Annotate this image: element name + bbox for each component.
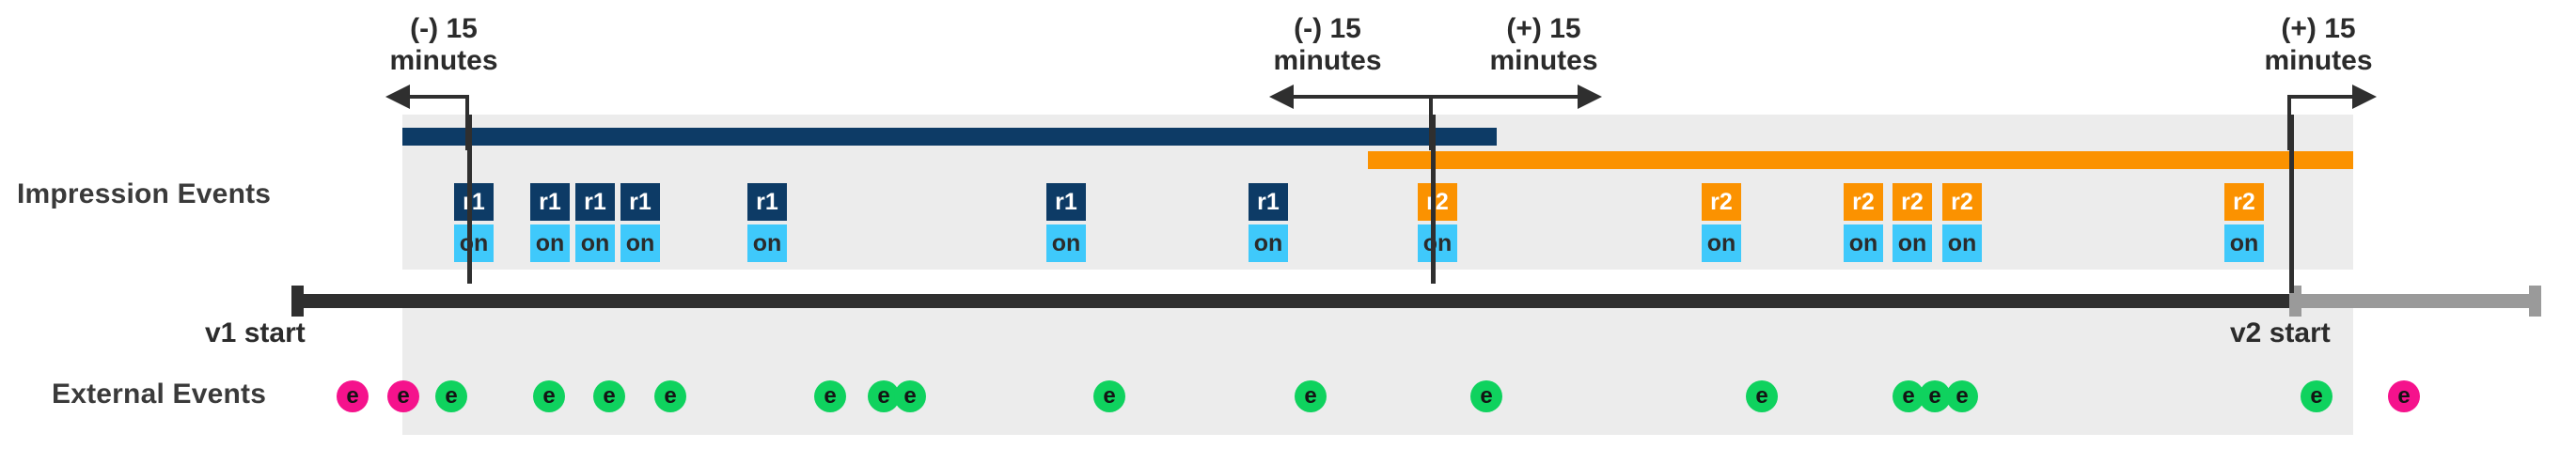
external-event-dot-green[interactable]: e: [2301, 380, 2333, 412]
timeline-end-cap: [2529, 286, 2541, 317]
impression-state-badge-on[interactable]: on: [1844, 224, 1883, 262]
impression-state-badge-on[interactable]: on: [575, 224, 615, 262]
impression-request-badge-r2[interactable]: r2: [1418, 183, 1457, 221]
impression-state-badge-on[interactable]: on: [620, 224, 660, 262]
external-event-dot-pink[interactable]: e: [337, 380, 369, 412]
external-event-dot-green[interactable]: e: [814, 380, 846, 412]
external-event-dot-green[interactable]: e: [1470, 380, 1502, 412]
v1-start-label: v1 start: [205, 317, 306, 348]
impression-request-badge-r2[interactable]: r2: [1702, 183, 1741, 221]
impression-request-badge-r1[interactable]: r1: [620, 183, 660, 221]
annotation-minus-15-left-line2: minutes: [389, 45, 498, 76]
impression-request-badge-r1[interactable]: r1: [575, 183, 615, 221]
shaded-band-lower: [402, 308, 2353, 435]
annotation-plus-15-right-line2: minutes: [2264, 45, 2373, 76]
impression-state-badge-on[interactable]: on: [1418, 224, 1457, 262]
external-event-dot-green[interactable]: e: [654, 380, 686, 412]
external-event-dot-green[interactable]: e: [1746, 380, 1778, 412]
impression-state-badge-on[interactable]: on: [1893, 224, 1932, 262]
external-event-dot-green[interactable]: e: [435, 380, 467, 412]
impression-request-badge-r2[interactable]: r2: [1893, 183, 1932, 221]
impression-request-badge-r2[interactable]: r2: [2224, 183, 2264, 221]
version-1-active-bar: [402, 128, 1497, 146]
external-event-dot-pink[interactable]: e: [2388, 380, 2420, 412]
annotation-plus-15-mid-line1: (+) 15: [1506, 13, 1581, 44]
impression-events-row-label: Impression Events: [17, 178, 272, 209]
external-event-dot-green[interactable]: e: [1919, 380, 1951, 412]
external-event-dot-green[interactable]: e: [1946, 380, 1978, 412]
external-event-dot-pink[interactable]: e: [387, 380, 419, 412]
external-event-dot-green[interactable]: e: [1093, 380, 1125, 412]
impression-state-badge-on[interactable]: on: [2224, 224, 2264, 262]
external-event-dot-green[interactable]: e: [593, 380, 625, 412]
impression-request-badge-r1[interactable]: r1: [530, 183, 570, 221]
impression-request-badge-r1[interactable]: r1: [747, 183, 787, 221]
v1-active-axis-segment: [291, 294, 2289, 308]
impression-state-badge-on[interactable]: on: [1942, 224, 1982, 262]
annotation-minus-15-mid-line2: minutes: [1273, 45, 1382, 76]
annotation-plus-15-mid-line2: minutes: [1489, 45, 1598, 76]
connector-line-minus-15-left: [467, 115, 472, 284]
external-events-row-label: External Events: [52, 379, 267, 410]
annotation-minus-15-left-line1: (-) 15: [410, 13, 478, 44]
impression-state-badge-on[interactable]: on: [1702, 224, 1741, 262]
impression-request-badge-r2[interactable]: r2: [1844, 183, 1883, 221]
external-event-dot-green[interactable]: e: [1295, 380, 1327, 412]
version-2-active-bar: [1368, 151, 2353, 169]
impression-state-badge-on[interactable]: on: [747, 224, 787, 262]
impression-request-badge-r1[interactable]: r1: [1046, 183, 1086, 221]
connector-line-mid-window: [1431, 115, 1436, 284]
impression-request-badge-r2[interactable]: r2: [1942, 183, 1982, 221]
impression-request-badge-r1[interactable]: r1: [1249, 183, 1288, 221]
impression-state-badge-on[interactable]: on: [454, 224, 494, 262]
v2-start-label: v2 start: [2230, 317, 2331, 348]
annotation-plus-15-right-line1: (+) 15: [2281, 13, 2356, 44]
impression-request-badge-r1[interactable]: r1: [454, 183, 494, 221]
external-event-dot-green[interactable]: e: [894, 380, 926, 412]
connector-line-v2-start: [2289, 115, 2294, 293]
annotation-minus-15-mid-line1: (-) 15: [1294, 13, 1361, 44]
impression-state-badge-on[interactable]: on: [1046, 224, 1086, 262]
impression-state-badge-on[interactable]: on: [1249, 224, 1288, 262]
v2-active-axis-segment: [2289, 294, 2529, 308]
external-event-dot-green[interactable]: e: [533, 380, 565, 412]
impression-state-badge-on[interactable]: on: [530, 224, 570, 262]
